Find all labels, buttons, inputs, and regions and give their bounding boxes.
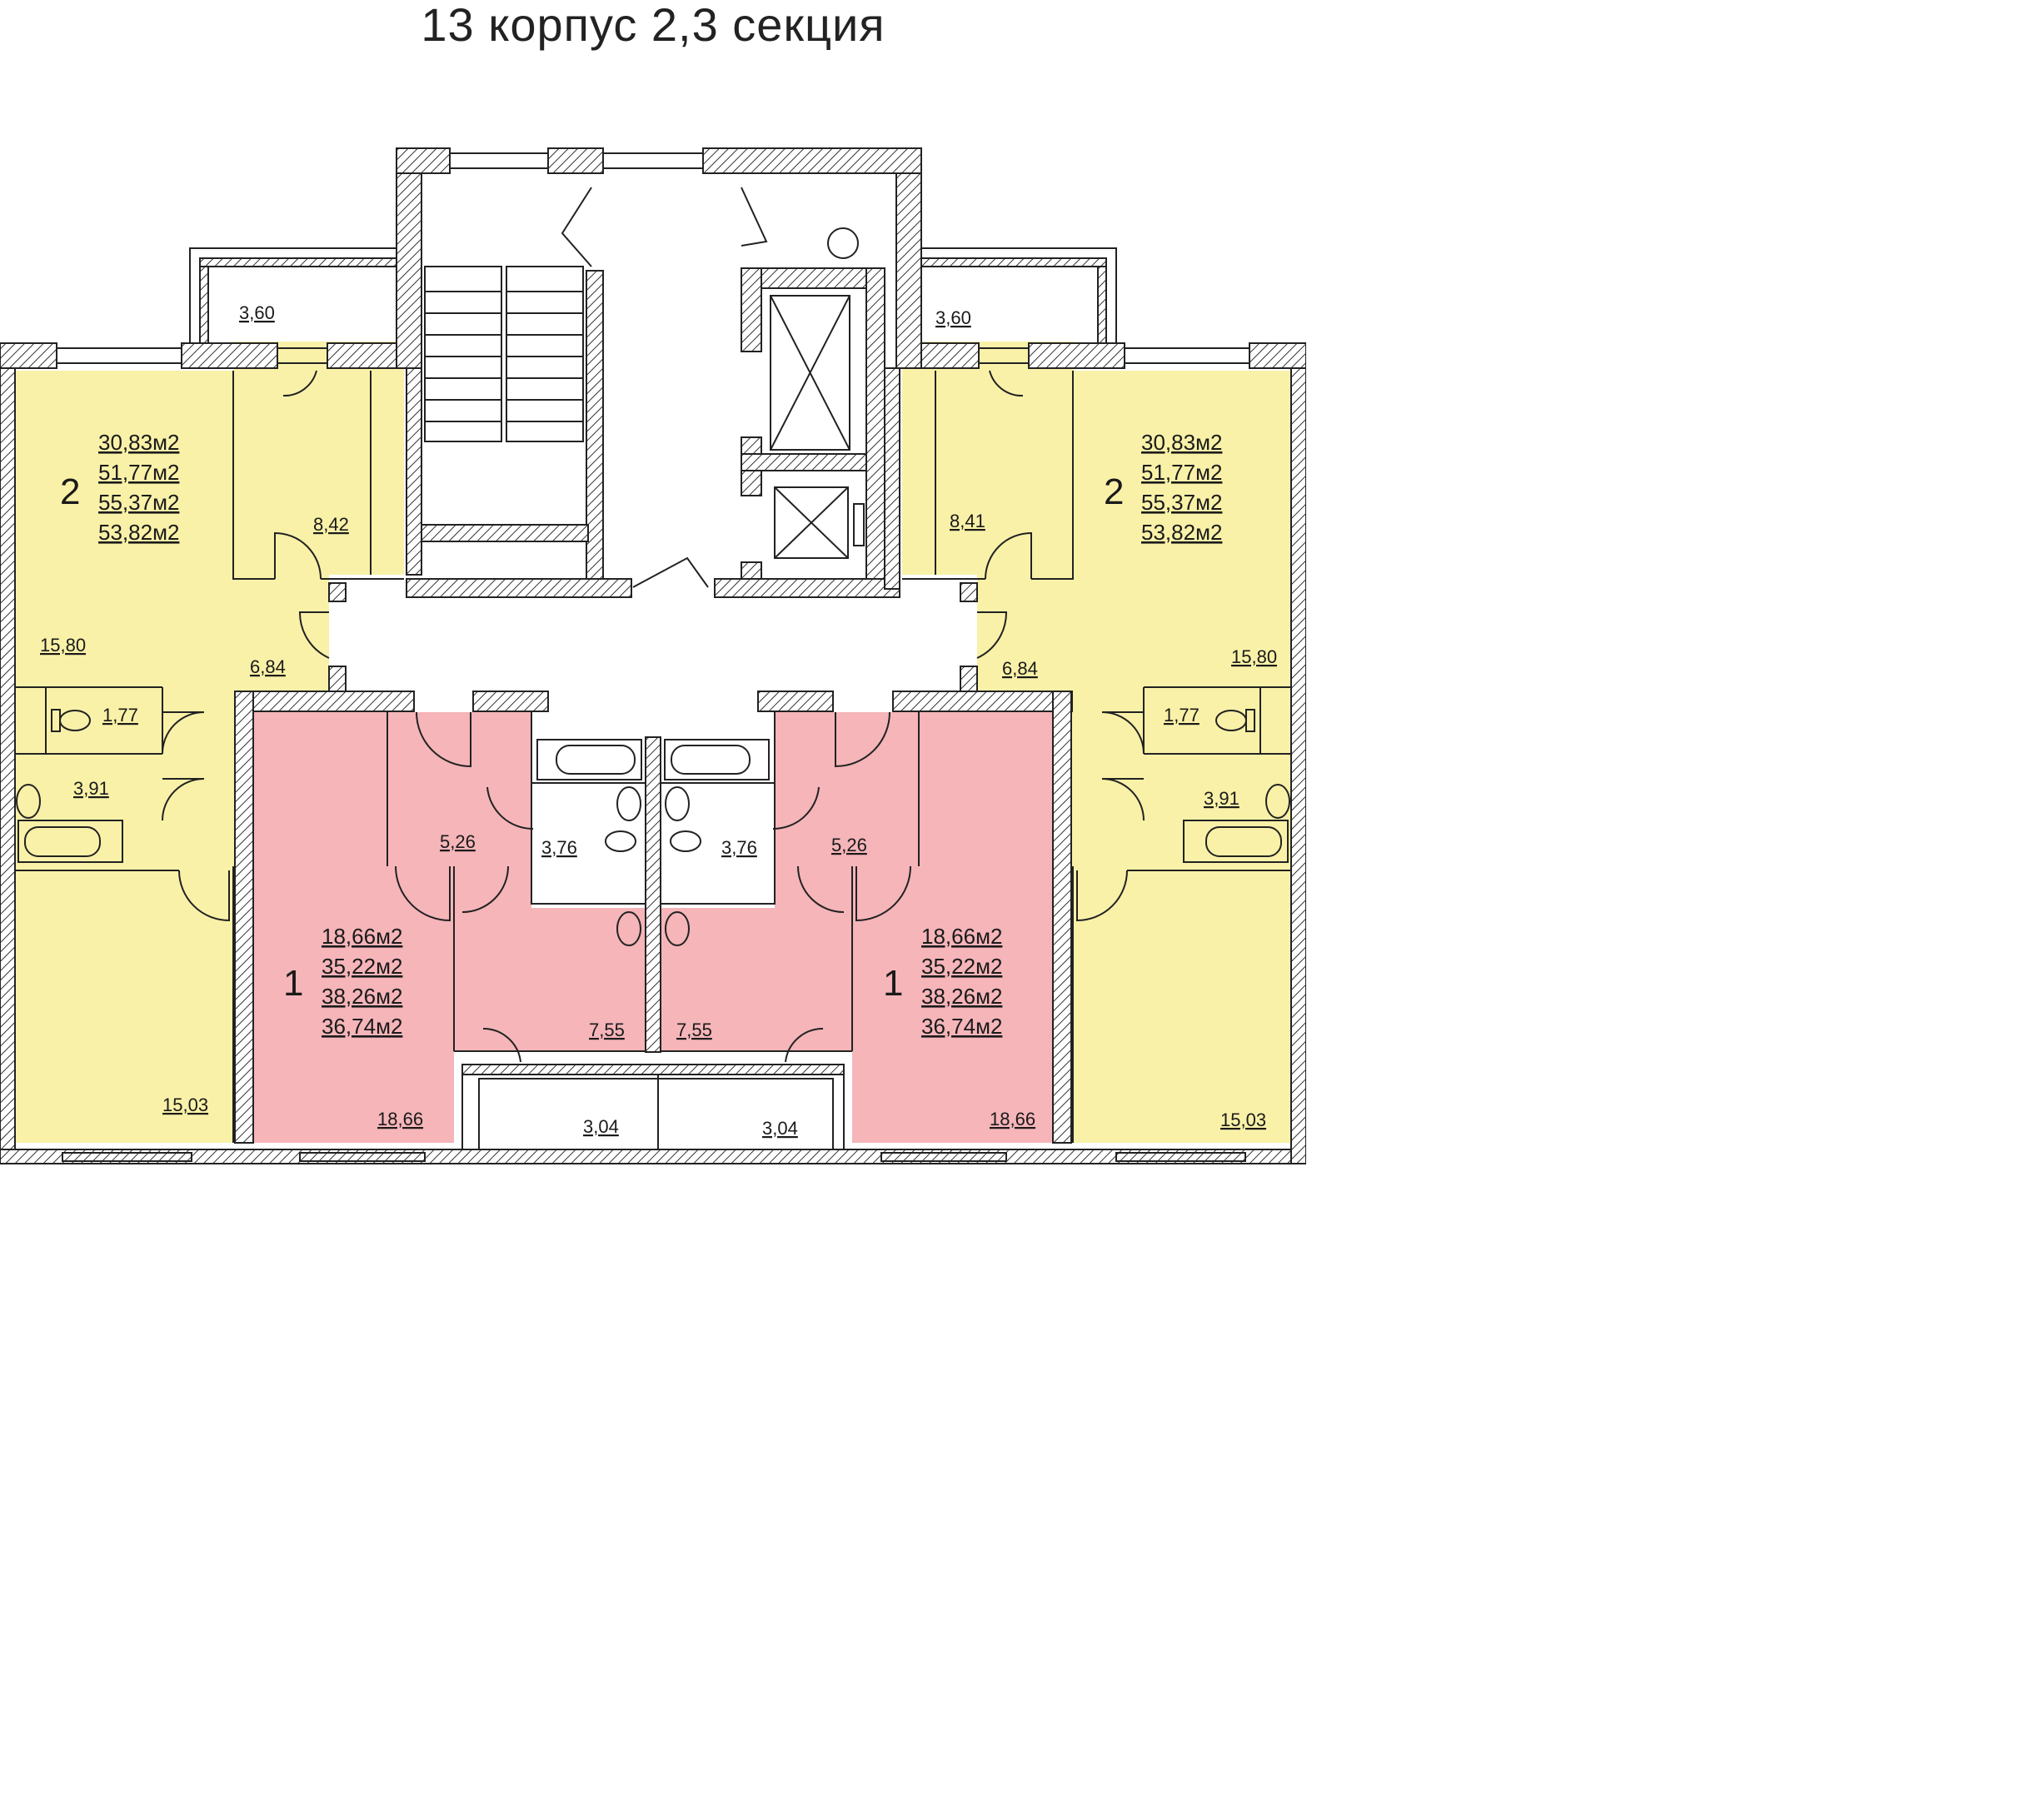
label-room: 15,03: [1220, 1109, 1266, 1130]
label-room: 18,66: [990, 1109, 1035, 1129]
plan-title: 13 корпус 2,3 секция: [421, 0, 885, 51]
area-living: 30,83м2: [98, 430, 179, 455]
label-hall: 5,26: [831, 835, 867, 855]
label-bath: 3,76: [721, 837, 757, 858]
apartment-left-one-room[interactable]: [254, 712, 646, 1143]
floor-plan: 2 30,83м2 51,77м2 55,37м2 53,82м2 3,60 8…: [0, 147, 1306, 1164]
area-total: 35,22м2: [921, 954, 1002, 979]
room-count: 2: [1104, 471, 1124, 512]
label-bedroom: 8,42: [313, 514, 349, 535]
label-living: 15,80: [1231, 646, 1277, 667]
area-living: 18,66м2: [921, 924, 1002, 949]
label-kitchen: 7,55: [676, 1020, 712, 1040]
label-balcony: 3,04: [583, 1116, 619, 1137]
area-with-balcony: 38,26м2: [921, 984, 1002, 1009]
stair-icon: [421, 266, 589, 542]
area-with-balcony: 38,26м2: [322, 984, 402, 1009]
area-total: 51,77м2: [1141, 460, 1222, 485]
label-wc: 1,77: [1164, 705, 1200, 726]
area-reduced: 36,74м2: [921, 1014, 1002, 1039]
area-reduced: 53,82м2: [1141, 520, 1222, 545]
elevator-icon: [770, 227, 865, 559]
label-bath: 3,91: [73, 778, 109, 799]
left-one-room-labels: 1 18,66м2 35,22м2 38,26м2 36,74м2 5,26 3…: [283, 831, 625, 1137]
label-wc: 1,77: [102, 705, 138, 726]
apartment-left-two-room[interactable]: [15, 342, 404, 1143]
area-living: 30,83м2: [1141, 430, 1222, 455]
area-living: 18,66м2: [322, 924, 402, 949]
label-balcony: 3,04: [762, 1118, 798, 1139]
label-balcony: 3,60: [935, 307, 971, 328]
area-reduced: 53,82м2: [98, 520, 179, 545]
label-bath: 3,91: [1204, 788, 1239, 809]
sink-icon: [16, 784, 1290, 946]
interior-walls: [15, 267, 1291, 1144]
label-room: 15,03: [162, 1094, 208, 1115]
label-hall: 6,84: [250, 656, 286, 677]
exterior-walls: [0, 147, 1306, 1164]
label-kitchen: 7,55: [589, 1020, 625, 1040]
label-bedroom: 8,41: [950, 511, 985, 531]
area-total: 35,22м2: [322, 954, 402, 979]
toilet-icon: [51, 709, 1255, 852]
apartment-right-two-room[interactable]: [902, 342, 1291, 1143]
area-reduced: 36,74м2: [322, 1014, 402, 1039]
area-total: 51,77м2: [98, 460, 179, 485]
label-bath: 3,76: [541, 837, 577, 858]
room-count: 1: [883, 963, 903, 1004]
label-living: 15,80: [40, 635, 86, 656]
label-hall: 5,26: [440, 831, 476, 852]
apartment-right-one-room[interactable]: [661, 712, 1052, 1143]
right-one-room-labels: 1 18,66м2 35,22м2 38,26м2 36,74м2 5,26 3…: [676, 835, 1035, 1139]
room-count: 1: [283, 963, 303, 1004]
bathtub-icon: [17, 739, 1289, 863]
area-with-balcony: 55,37м2: [98, 490, 179, 515]
area-with-balcony: 55,37м2: [1141, 490, 1222, 515]
right-two-room-labels: 2 30,83м2 51,77м2 55,37м2 53,82м2 3,60 8…: [935, 307, 1277, 1130]
door-swing-icon: [162, 187, 1145, 1063]
room-count: 2: [60, 471, 80, 512]
label-hall: 6,84: [1002, 658, 1038, 679]
left-two-room-labels: 2 30,83м2 51,77м2 55,37м2 53,82м2 3,60 8…: [40, 302, 349, 1115]
label-balcony: 3,60: [239, 302, 275, 323]
label-room: 18,66: [377, 1109, 423, 1129]
